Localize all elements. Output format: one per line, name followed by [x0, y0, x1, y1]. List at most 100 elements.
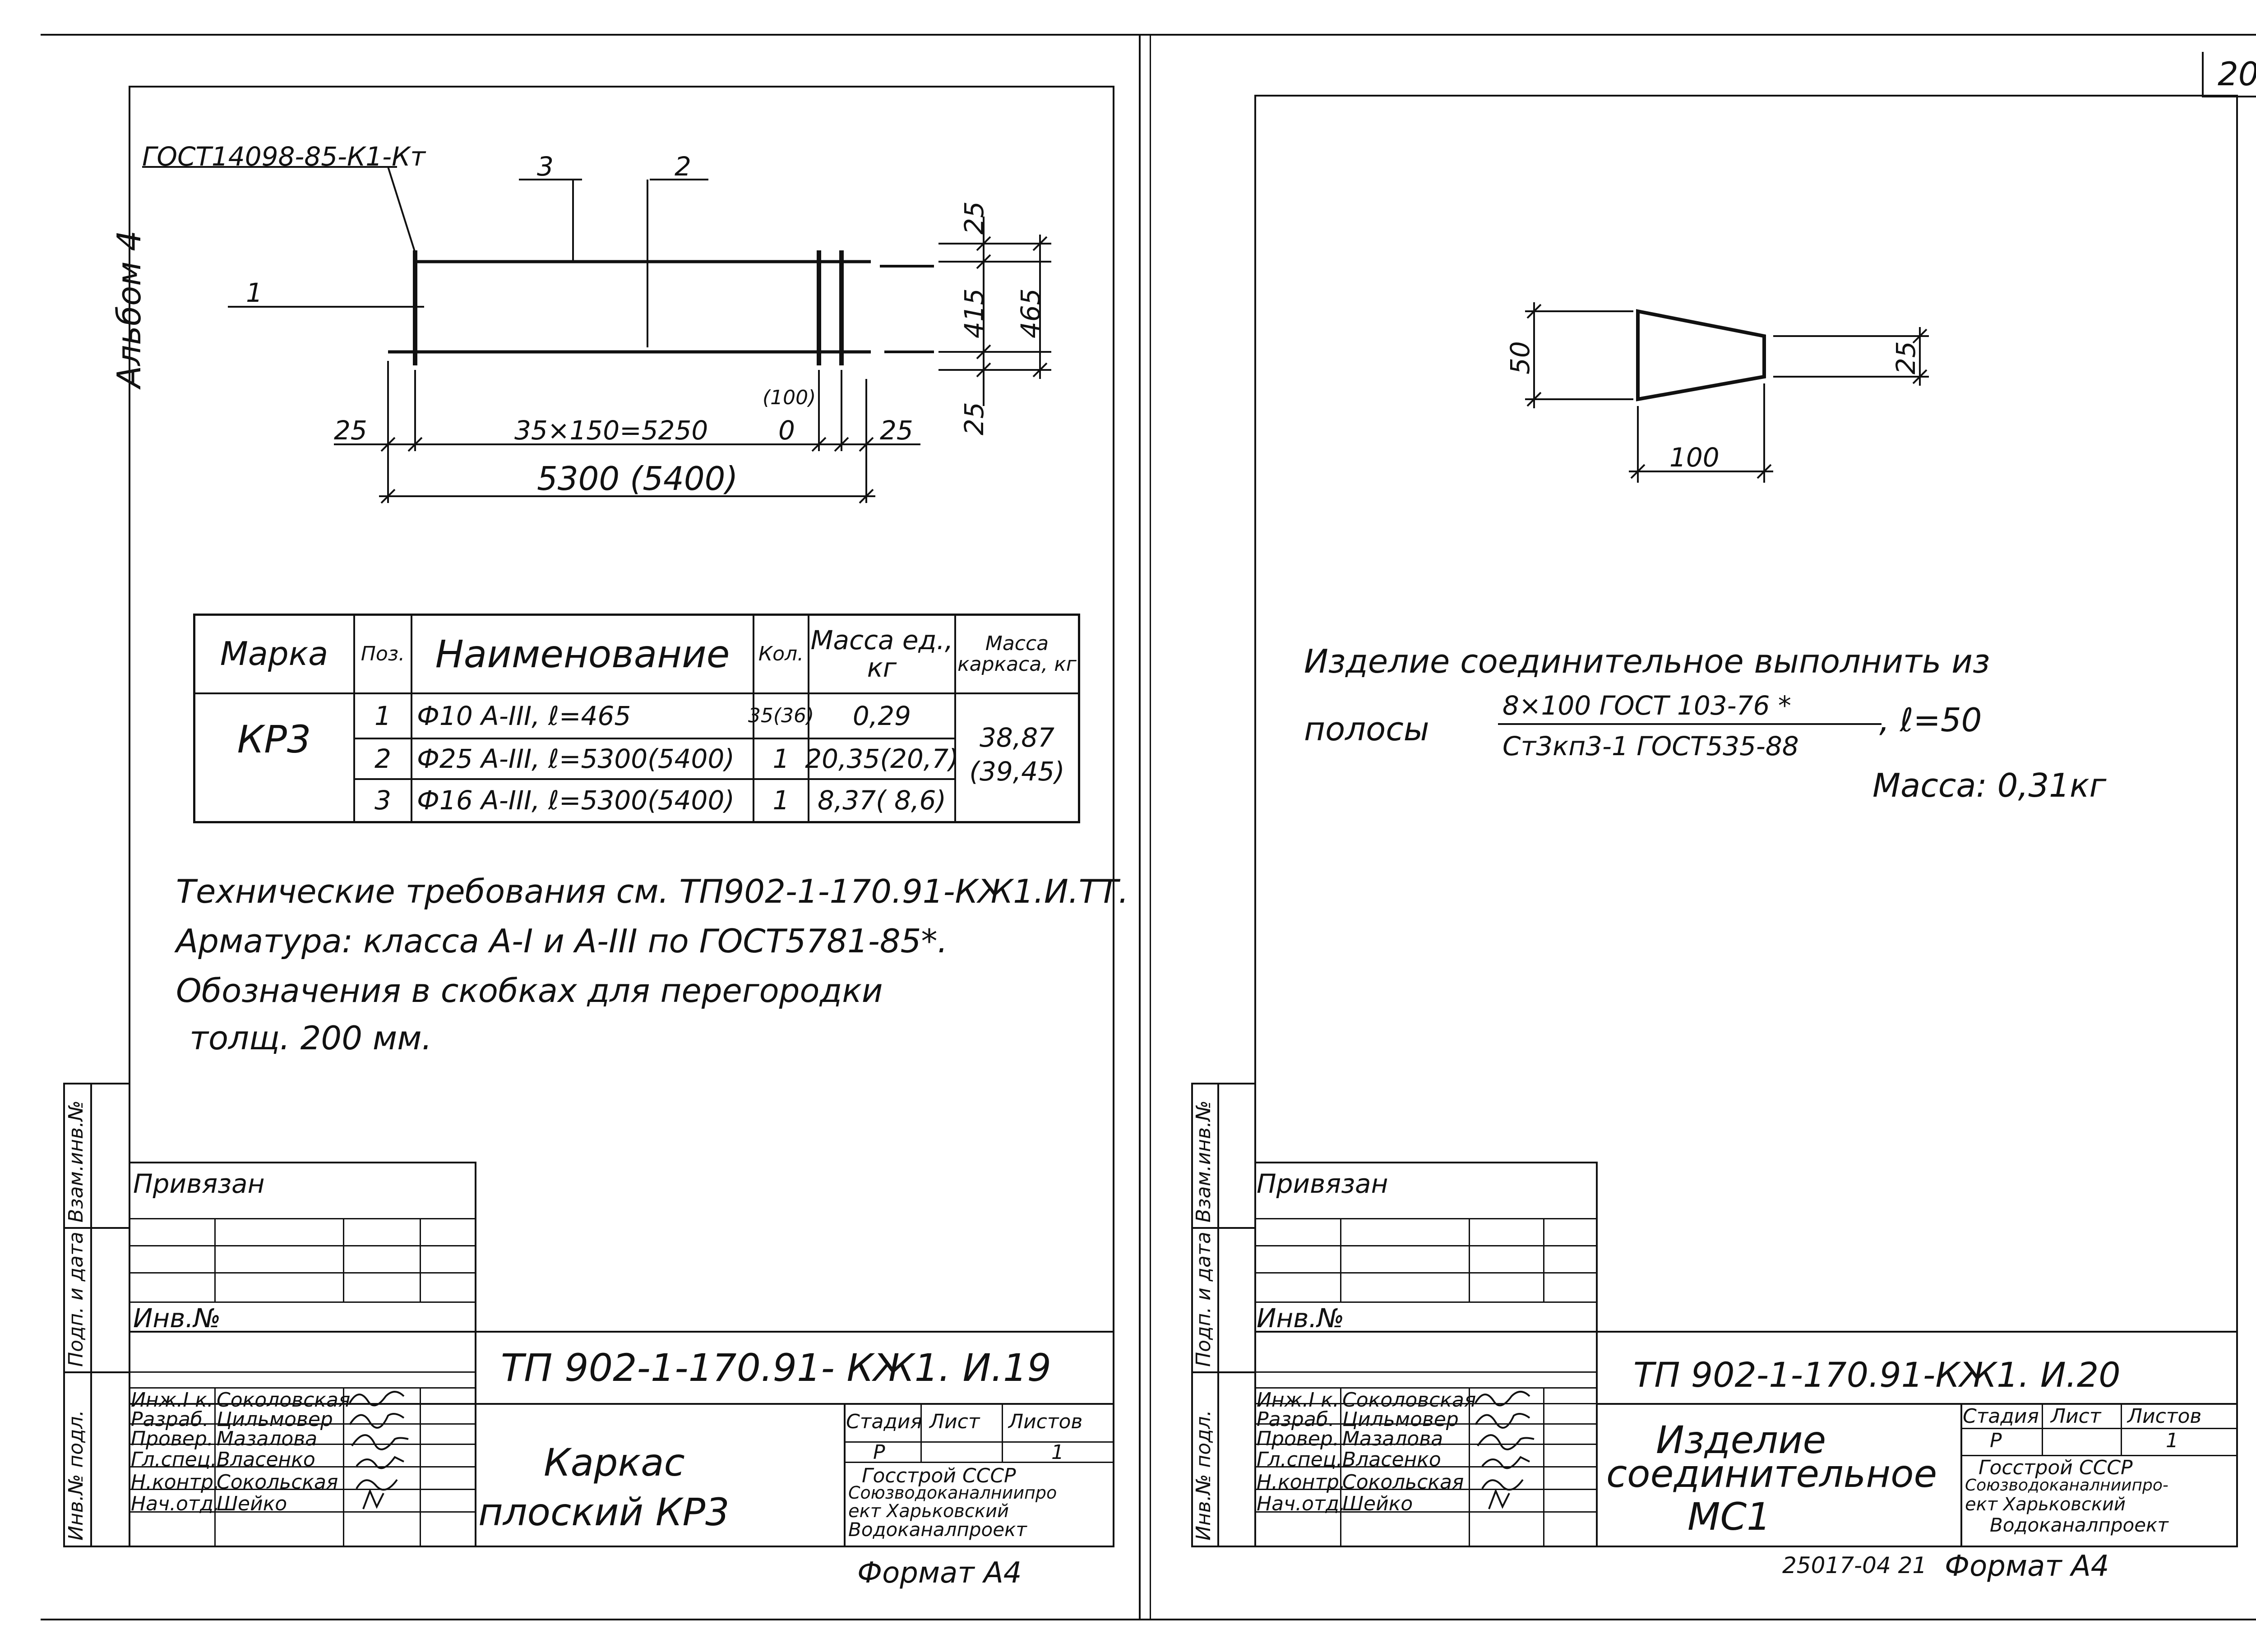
right-org-line2: Союзводоканалниипро- — [1965, 1476, 2168, 1495]
connector-note-numerator: 8×100 ГОСТ 103-76 * — [1502, 690, 1791, 721]
center-divider-left — [1139, 34, 1141, 1620]
right-title-line2: соединительное — [1606, 1452, 1937, 1496]
connector-note-denominator: Ст3кп3-1 ГОСТ535-88 — [1502, 731, 1799, 761]
left-org-line2: Союзводоканалниипро — [848, 1483, 1057, 1503]
name-sokolskaya: Сокольская — [217, 1471, 338, 1494]
note-tech-requirements: Технические требования см. ТП902-1-170.9… — [176, 872, 1129, 910]
dim-spacing: 35×150=5250 — [514, 415, 708, 446]
right-format-label: Формат А4 — [1945, 1550, 2109, 1583]
connector-note-length: , ℓ=50 — [1879, 701, 1982, 739]
dim-100-paren: (100) — [763, 386, 816, 409]
spec-row3-mass: 8,37( 8,6) — [817, 785, 947, 816]
role-engineer-right: Инж.I к. — [1257, 1389, 1339, 1412]
left-frame-top — [129, 86, 1114, 88]
spec-row1-name: Ф10 А-III, ℓ=465 — [417, 700, 631, 731]
left-frame-left — [129, 86, 130, 1547]
spec-header-unit-mass: Масса ед., кг — [810, 625, 953, 683]
spec-frame-mass-alt: (39,45) — [969, 756, 1065, 787]
left-title-line1: Каркас — [544, 1440, 685, 1485]
name-tsilmover-right: Цильмовер — [1342, 1408, 1459, 1431]
dim-25-left: 25 — [334, 415, 367, 446]
role-chief-spec: Гл.спец. — [131, 1448, 217, 1471]
left-frame-bottom — [63, 1546, 1114, 1547]
gost-weld-label: ГОСТ14098-85-К1-Кт — [142, 141, 426, 172]
left-format-label: Формат А4 — [857, 1556, 1022, 1590]
inv-no-label: Инв.№ — [133, 1303, 221, 1334]
spec-row2-pos: 2 — [374, 743, 391, 774]
dim-zero: 0 — [778, 415, 795, 446]
privyazan-label: Привязан — [133, 1168, 265, 1199]
spec-header-qty: Кол. — [758, 642, 804, 665]
spec-header-name: Наименование — [435, 632, 730, 676]
left-stage-value: Р — [873, 1441, 885, 1464]
right-org-line1: Госстрой СССР — [1979, 1456, 2133, 1479]
top-border-line — [41, 34, 2256, 36]
role-developer-right: Разраб. — [1257, 1408, 1335, 1431]
role-engineer: Инж.I к. — [131, 1389, 213, 1412]
name-sheiko: Шейко — [217, 1492, 287, 1515]
spec-row1-qty: 35(36) — [748, 704, 814, 727]
spec-row3-pos: 3 — [374, 785, 391, 816]
spec-row2-name: Ф25 А-III, ℓ=5300(5400) — [417, 743, 735, 774]
name-sheiko-right: Шейко — [1342, 1492, 1413, 1515]
role-norm-control: Н.контр. — [131, 1471, 220, 1494]
dim-overall: 5300 (5400) — [537, 460, 738, 498]
name-mazalova-right: Мазалова — [1342, 1427, 1443, 1450]
right-stage-value: Р — [1990, 1429, 2002, 1452]
spec-row2-mass: 20,35(20,7) — [805, 743, 959, 774]
role-checker: Провер. — [131, 1427, 213, 1450]
page-number-box-left — [2202, 52, 2204, 97]
right-title-line3: МС1 — [1687, 1495, 1771, 1539]
spec-row3-name: Ф16 А-III, ℓ=5300(5400) — [417, 785, 735, 816]
left-stage-label: Стадия — [846, 1410, 922, 1433]
name-mazalova: Мазалова — [217, 1427, 318, 1450]
name-sokolovskaya-right: Соколовская — [1342, 1389, 1476, 1412]
name-sokolovskaya: Соколовская — [217, 1389, 351, 1412]
name-vlasenko: Власенко — [217, 1448, 315, 1471]
right-doc-code: ТП 902-1-170.91-КЖ1. И.20 — [1633, 1355, 2121, 1395]
left-org-line1: Госстрой СССР — [862, 1464, 1016, 1487]
spec-row2-qty: 1 — [772, 743, 790, 774]
page-number: 20 — [2218, 55, 2256, 93]
left-doc-code: ТП 902-1-170.91- КЖ1. И.19 — [501, 1346, 1051, 1390]
role-dept-head-right: Нач.отд. — [1257, 1492, 1345, 1515]
spec-header-frame-mass: Масса каркаса, кг — [957, 632, 1077, 676]
connector-note-polosy: полосы — [1304, 710, 1429, 748]
spec-row1-mass: 0,29 — [852, 700, 911, 731]
left-title-line2: плоский КР3 — [478, 1490, 730, 1534]
note-thickness: толщ. 200 мм. — [190, 1019, 432, 1057]
right-frame-right — [2236, 95, 2238, 1547]
left-frame-right — [1113, 86, 1114, 1547]
right-sheets-label: Листов — [2127, 1405, 2202, 1428]
dim-100: 100 — [1669, 442, 1720, 473]
right-frame-top — [1254, 95, 2238, 97]
right-sheet-label: Лист — [2051, 1405, 2101, 1428]
role-chief-spec-right: Гл.спец. — [1257, 1448, 1343, 1471]
right-frame-left — [1254, 95, 1256, 1547]
name-vlasenko-right: Власенко — [1342, 1448, 1441, 1471]
left-sheet-label: Лист — [929, 1410, 980, 1433]
note-reinforcement: Арматура: класса А-I и А-III по ГОСТ5781… — [176, 922, 948, 960]
spec-mark-kr3: КР3 — [237, 717, 311, 761]
right-sheets-value: 1 — [2166, 1429, 2178, 1452]
left-org-line4: Водоканалпроект — [848, 1518, 1027, 1541]
right-org-line3: ект Харьковский — [1965, 1494, 2126, 1515]
note-brackets: Обозначения в скобках для перегородки — [176, 972, 883, 1010]
connector-note-line1: Изделие соединительное выполнить из — [1304, 642, 1990, 680]
right-frame-bottom — [1191, 1546, 2238, 1547]
archive-number: 25017-04 21 — [1782, 1552, 1927, 1578]
center-divider-right — [1150, 34, 1151, 1620]
right-stage-label: Стадия — [1963, 1405, 2039, 1428]
spec-header-mark: Марка — [220, 635, 328, 673]
dim-25-right: 25 — [880, 415, 913, 446]
spec-header-pos: Поз. — [361, 642, 405, 665]
page-number-box-bottom — [2202, 96, 2256, 97]
bottom-border-line — [41, 1619, 2256, 1620]
role-developer: Разраб. — [131, 1408, 209, 1431]
privyazan-label-right: Привязан — [1257, 1168, 1388, 1199]
right-title-line1: Изделие — [1656, 1418, 1826, 1462]
